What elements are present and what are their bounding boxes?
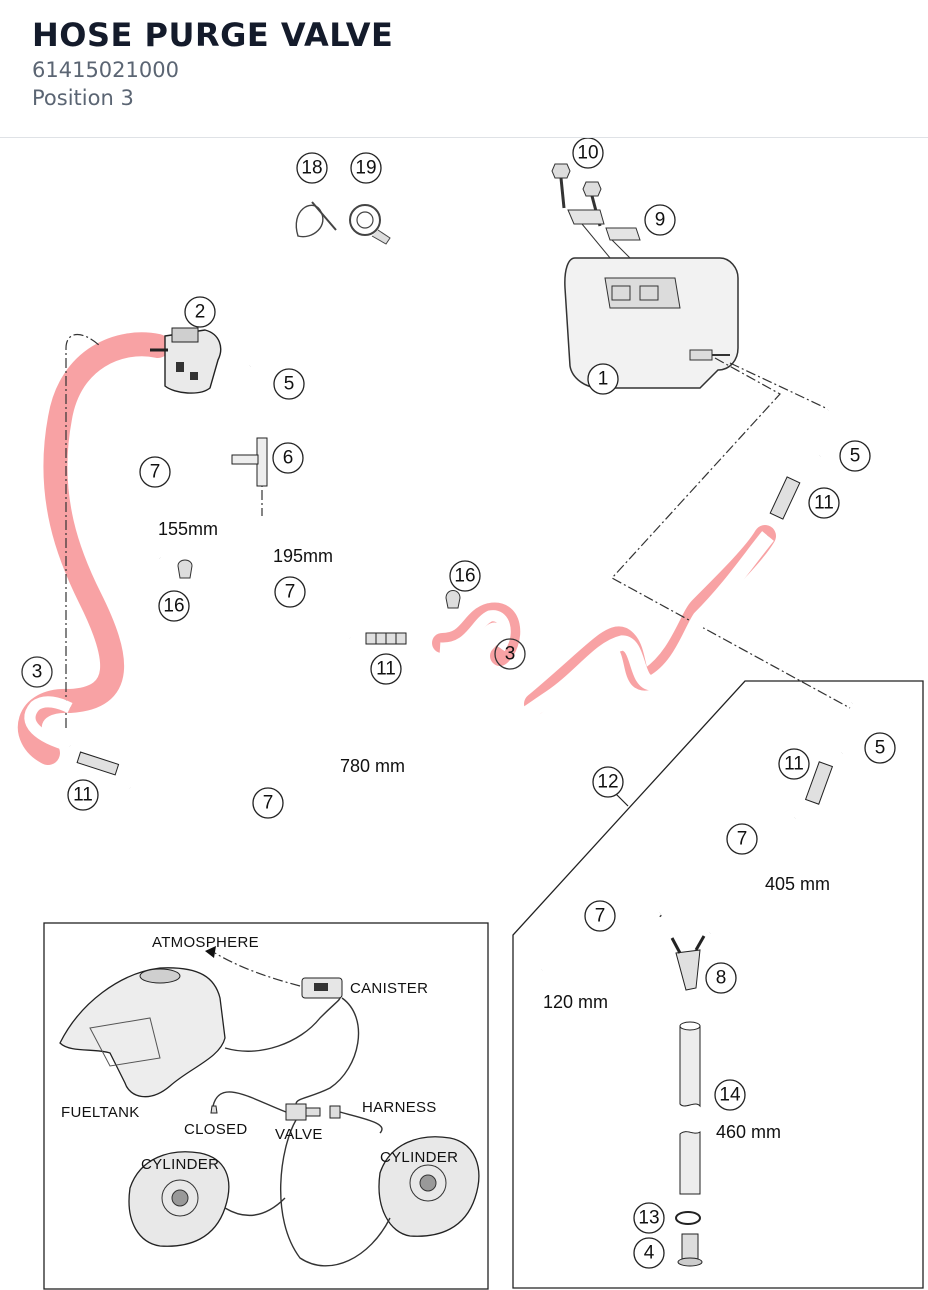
position-label: Position 3 [32,86,134,110]
page-title: HOSE PURGE VALVE [32,16,394,54]
label-harness: HARNESS [362,1099,437,1116]
callout-18: 18 [296,152,328,184]
svg-text:11: 11 [784,754,804,775]
parts-diagram: 18 19 10 9 2 1 5 6 7 5 11 16 16 7 3 11 3… [18,138,924,1290]
label-fueltank: FUELTANK [61,1104,140,1121]
schematic-labels: ATMOSPHERE CANISTER FUELTANK CLOSED VALV… [61,934,458,1173]
callout-3-b: 3 [21,656,53,688]
page-header: HOSE PURGE VALVE 61415021000 Position 3 [0,0,928,138]
cylinder-left-icon [128,1151,230,1247]
callout-5-c: 5 [864,732,896,764]
hose-clip-icon [177,559,461,609]
dim-460: 460 mm [716,1122,781,1142]
svg-text:8: 8 [716,968,727,989]
callout-10: 10 [572,138,604,169]
dimension-labels: 155mm 195mm 780 mm 405 mm 120 mm 460 mm [158,519,830,1142]
hose-clamp-icon [349,204,391,245]
svg-text:1: 1 [598,369,609,390]
svg-text:7: 7 [285,582,296,603]
callout-2: 2 [184,296,216,328]
label-cylinder-left: CYLINDER [141,1156,219,1173]
callout-3-a: 3 [494,638,526,670]
hose-lines [24,357,844,800]
plug-icon [677,1233,703,1267]
callout-12: 12 [592,766,624,798]
svg-text:16: 16 [454,566,475,587]
highlight-part-3 [18,332,776,765]
svg-text:7: 7 [263,793,274,814]
callout-7-a: 7 [139,456,171,488]
svg-text:11: 11 [814,493,834,514]
svg-text:9: 9 [655,210,666,231]
cylinder-right-icon [378,1136,480,1237]
callout-13: 13 [633,1202,665,1234]
callout-8: 8 [705,962,737,994]
callout-16-b: 16 [158,590,190,622]
svg-text:12: 12 [597,772,618,793]
callouts: 18 19 10 9 2 1 5 6 7 5 11 16 16 7 3 11 3… [21,138,896,1269]
t-piece-icon [231,437,268,487]
callout-5-a: 5 [273,368,305,400]
dim-780: 780 mm [340,756,405,776]
part-number: 61415021000 [32,58,179,82]
svg-text:11: 11 [376,659,396,680]
label-cylinder-right: CYLINDER [380,1149,458,1166]
callout-7-c: 7 [252,787,284,819]
callout-9: 9 [644,204,676,236]
label-closed: CLOSED [184,1121,248,1138]
svg-text:16: 16 [163,596,184,617]
dim-155: 155mm [158,519,218,539]
svg-text:10: 10 [577,143,598,164]
svg-text:18: 18 [301,158,322,179]
tube-icon [679,1021,701,1195]
clamp-ring-icon [675,1211,701,1225]
y-connector-icon [670,935,706,991]
schematic-box [43,922,489,1290]
callout-4: 4 [633,1237,665,1269]
carbon-canister-icon [564,257,739,389]
svg-text:13: 13 [638,1208,659,1229]
svg-text:7: 7 [150,462,161,483]
callout-11-c: 11 [67,779,99,811]
fuel-tank-icon [59,967,226,1098]
callout-11-b: 11 [370,653,402,685]
svg-text:5: 5 [875,738,886,759]
dim-120: 120 mm [543,992,608,1012]
label-canister: CANISTER [350,980,428,997]
svg-text:3: 3 [505,644,516,665]
svg-text:11: 11 [73,785,93,806]
svg-text:2: 2 [195,302,206,323]
upper-exploded-view [24,163,851,800]
kit-box [512,680,924,1289]
svg-text:3: 3 [32,662,43,683]
svg-text:7: 7 [595,906,606,927]
dim-195: 195mm [273,546,333,566]
callout-11-a: 11 [808,487,840,519]
svg-text:5: 5 [284,374,295,395]
callout-16-a: 16 [449,560,481,592]
callout-6: 6 [272,442,304,474]
callout-14: 14 [714,1079,746,1111]
svg-text:14: 14 [719,1085,741,1106]
svg-text:5: 5 [850,446,861,467]
purge-valve-icon [150,327,222,394]
callout-19: 19 [350,152,382,184]
svg-text:4: 4 [644,1243,655,1264]
svg-text:6: 6 [283,448,294,469]
callout-7-e: 7 [584,900,616,932]
callout-1: 1 [587,363,619,395]
callout-7-d: 7 [726,823,758,855]
callout-11-d: 11 [778,748,810,780]
label-valve: VALVE [275,1126,323,1143]
svg-text:7: 7 [737,829,748,850]
callout-7-b: 7 [274,576,306,608]
dim-405: 405 mm [765,874,830,894]
cable-tie-icon [295,201,337,238]
svg-text:19: 19 [355,158,376,179]
label-atmosphere: ATMOSPHERE [152,934,259,951]
connector-icon [76,476,801,776]
callout-5-b: 5 [839,440,871,472]
